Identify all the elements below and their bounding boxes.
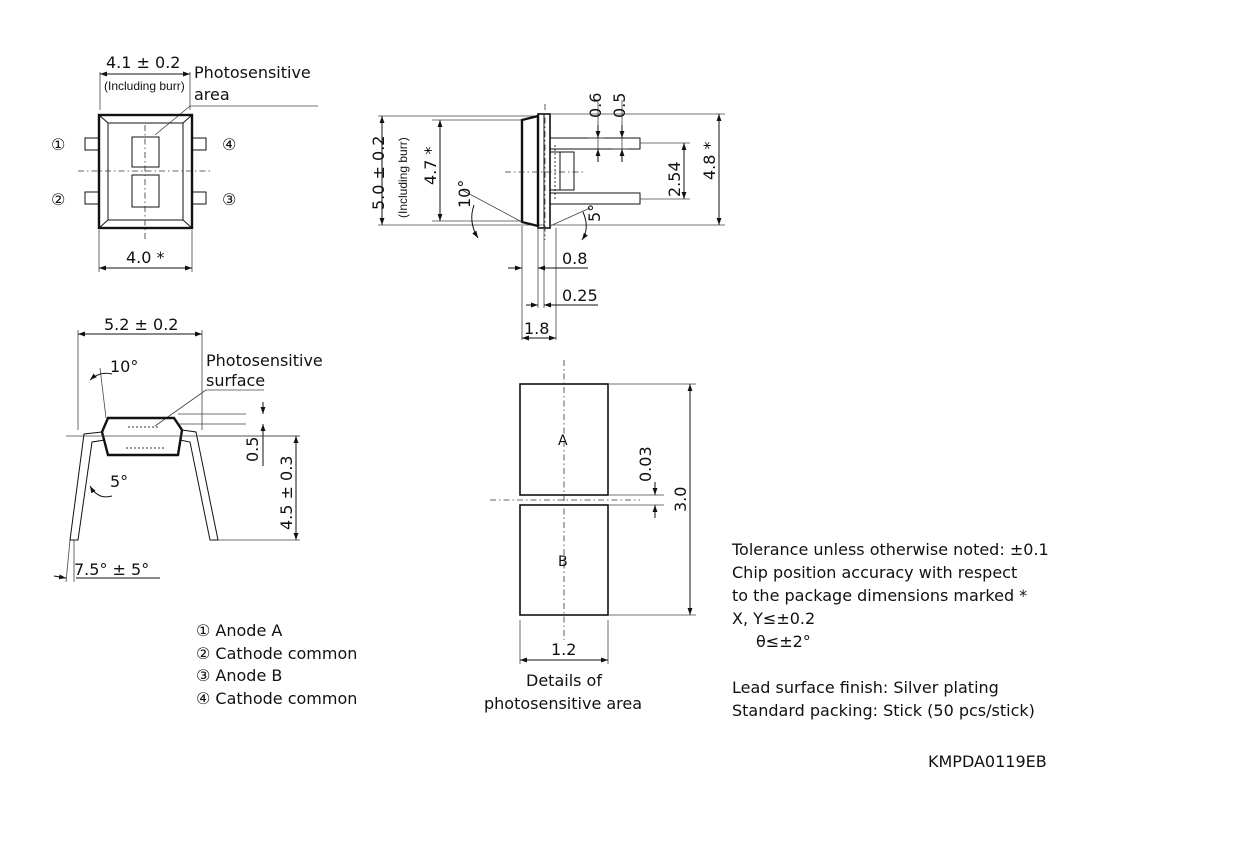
drawing-code: KMPDA0119EB [928,752,1047,771]
top-burr-note: (Including burr) [104,79,185,93]
top-label-line1: Photosensitive [194,63,311,82]
legend-item-pin3: ③ Anode B [196,666,283,685]
front-dim-05: 0.5 [243,437,262,462]
spec-notes: Tolerance unless otherwise noted: ±0.1 C… [732,538,1049,722]
detail-view: A B 0.03 3.0 1.2 Details of photosensiti… [484,360,696,713]
top-pin3: ③ [222,190,236,209]
side-view: 5.0 ± 0.2 (Including burr) 4.7 * 0.6 0.5… [369,93,725,341]
top-pin4: ④ [222,135,236,154]
side-dim-08: 0.8 [562,249,587,268]
detail-caption-line2: photosensitive area [484,694,642,713]
front-angle-10: 10° [110,357,138,376]
front-label-line2: surface [206,371,265,390]
side-angle-10: 10° [455,180,474,208]
side-angle-5: 5° [585,204,604,222]
side-dim-254: 2.54 [665,161,684,197]
top-pin2: ② [51,190,65,209]
side-dim-18: 1.8 [524,319,549,338]
legend-item-pin1: ① Anode A [196,621,283,640]
detail-dim-gap: 0.03 [636,446,655,482]
detail-dim-height: 3.0 [671,487,690,512]
note-spacer [732,653,1049,676]
pin-legend: ① Anode A ② Cathode common ③ Anode B ④ C… [196,620,357,710]
side-burr-note: (Including burr) [396,137,410,218]
top-label-line2: area [194,85,230,104]
top-view: 4.1 ± 0.2 (Including burr) Photosensitiv… [51,53,318,272]
legend-item-pin4: ④ Cathode common [196,688,358,708]
front-angle-75: 7.5° ± 5° [74,560,149,579]
note-theta: θ≤±2° [756,632,811,651]
top-dim-bottom: 4.0 * [126,248,165,267]
top-pin1: ① [51,135,65,154]
side-dim-025: 0.25 [562,286,598,305]
note-accuracy-line1: Chip position accuracy with respect [732,563,1018,582]
detail-dim-width: 1.2 [551,640,576,659]
legend-item-pin2: ② Cathode common [196,643,358,663]
note-lead-finish: Lead surface finish: Silver plating [732,678,999,697]
top-dim-width: 4.1 ± 0.2 [106,53,180,72]
note-packing: Standard packing: Stick (50 pcs/stick) [732,701,1035,720]
side-dim-06: 0.6 [586,93,605,118]
front-dim-width: 5.2 ± 0.2 [104,315,178,334]
front-view: 5.2 ± 0.2 10° Photosensitive surface 0.5… [53,315,323,583]
note-xy: X, Y≤±0.2 [732,609,816,628]
detail-caption-line1: Details of [526,671,602,690]
front-dim-45: 4.5 ± 0.3 [277,456,296,530]
side-dim-48: 4.8 * [700,141,719,180]
note-tolerance: Tolerance unless otherwise noted: ±0.1 [732,540,1049,559]
front-angle-5: 5° [110,472,128,491]
detail-label-b: B [558,554,568,570]
side-dim-47: 4.7 * [421,146,440,185]
detail-label-a: A [558,433,568,449]
side-dim-05: 0.5 [610,93,629,118]
note-accuracy-line2: to the package dimensions marked * [732,586,1028,605]
side-dim-height: 5.0 ± 0.2 [369,136,388,210]
front-label-line1: Photosensitive [206,351,323,370]
